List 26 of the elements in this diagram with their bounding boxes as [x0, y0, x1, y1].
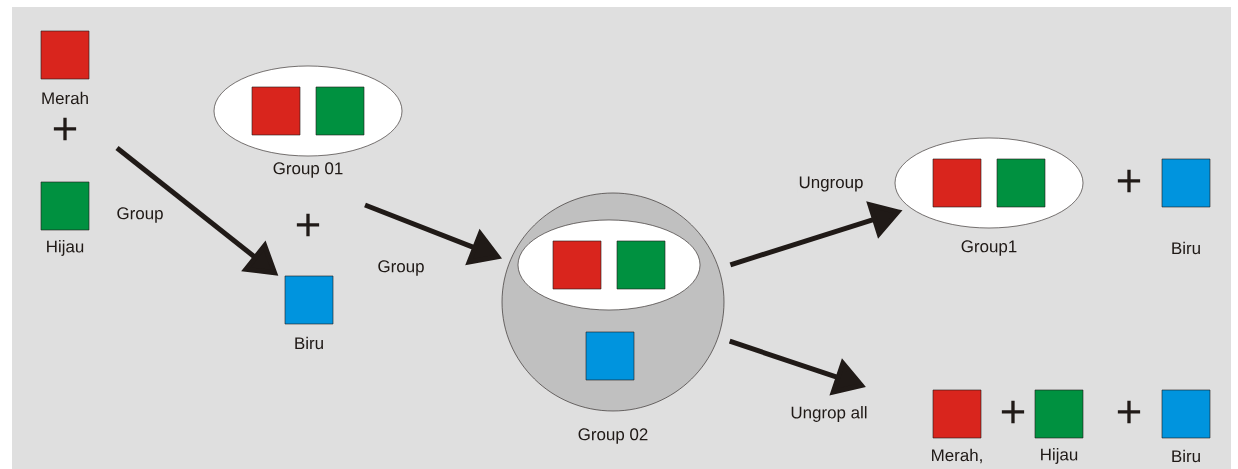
plus-sign: + [1001, 400, 1025, 424]
plus-sign: + [53, 117, 77, 141]
square [315, 86, 365, 136]
plus-sign: + [1117, 400, 1141, 424]
edge-label: Group [376, 259, 426, 277]
node-label: Hijau [1041, 448, 1078, 464]
square [552, 240, 602, 290]
node-label: Group 01 [273, 162, 343, 178]
edge-label: Ungroup [797, 175, 865, 193]
square [251, 86, 301, 136]
node-label: Merah [42, 91, 88, 105]
square [996, 158, 1046, 208]
square [616, 240, 666, 290]
node-label: Merah, [932, 448, 982, 464]
node-label: Biru [1172, 449, 1200, 463]
edge-label: Ungrop all [789, 405, 869, 423]
node-label: Hijau [47, 240, 84, 256]
plus-sign: + [296, 213, 320, 237]
node-label: Group1 [961, 240, 1017, 256]
node-label: Biru [1172, 241, 1200, 255]
node-label: Group 02 [578, 428, 648, 444]
plus-sign: + [1117, 169, 1141, 193]
square [932, 158, 982, 208]
square [585, 331, 635, 381]
edge-label: Group [115, 206, 165, 224]
node-label: Biru [295, 336, 323, 350]
